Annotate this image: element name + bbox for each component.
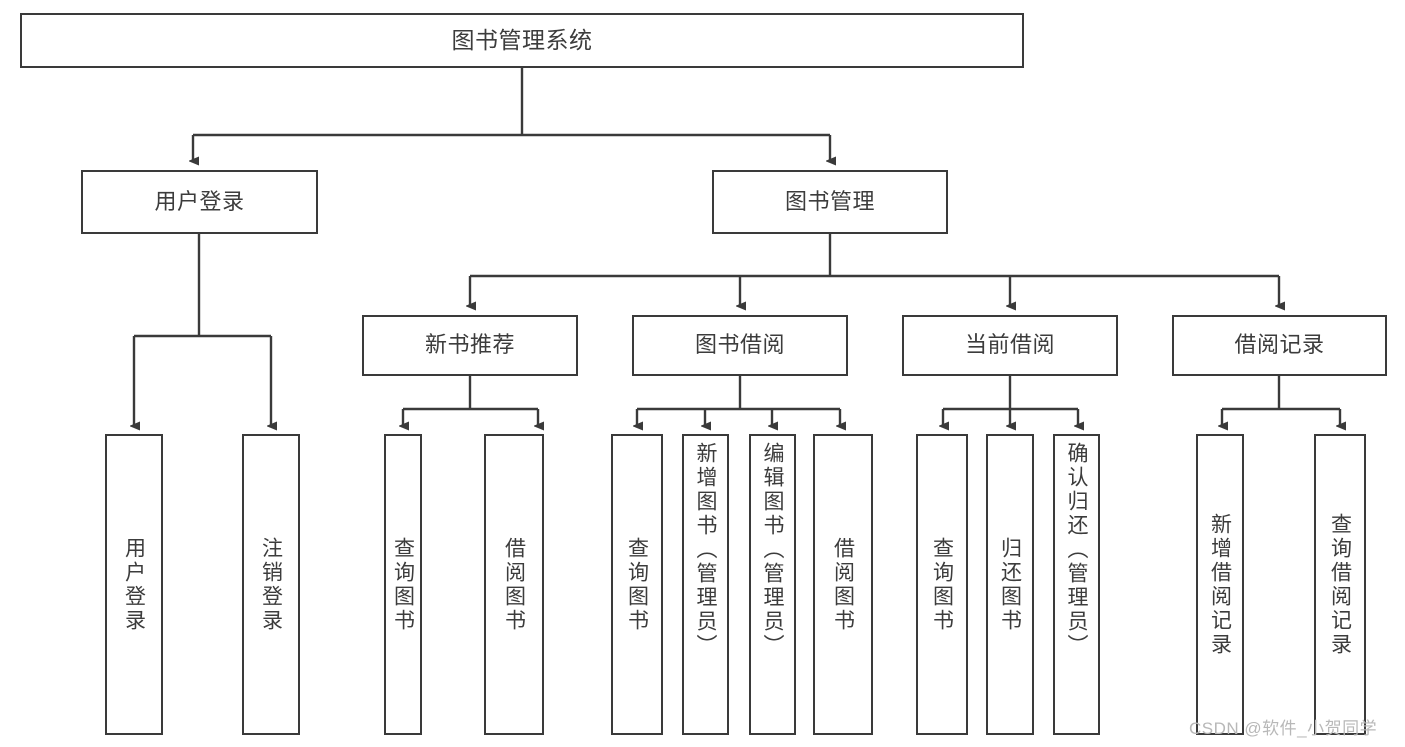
- leaf-query-borrow-record-label: 查询借阅记录: [1328, 512, 1352, 657]
- node-new-book-recommend[interactable]: 新书推荐: [362, 315, 578, 376]
- leaf-confirm-return[interactable]: 确认归还（管理员）: [1053, 434, 1100, 735]
- node-root-label: 图书管理系统: [451, 26, 593, 53]
- node-book-borrow-label: 图书借阅: [694, 332, 785, 358]
- node-book-manage[interactable]: 图书管理: [712, 170, 948, 234]
- node-new-book-recommend-label: 新书推荐: [424, 332, 515, 358]
- node-current-borrow[interactable]: 当前借阅: [902, 315, 1118, 376]
- leaf-borrow-book-1[interactable]: 借阅图书: [484, 434, 544, 735]
- node-book-borrow[interactable]: 图书借阅: [632, 315, 848, 376]
- node-current-borrow-label: 当前借阅: [964, 332, 1055, 358]
- leaf-query-book-2-label: 查询图书: [625, 536, 649, 633]
- leaf-add-borrow-record[interactable]: 新增借阅记录: [1196, 434, 1244, 735]
- leaf-add-book-label: 新增图书（管理员）: [694, 442, 717, 658]
- leaf-edit-book[interactable]: 编辑图书（管理员）: [749, 434, 796, 735]
- leaf-query-book-3[interactable]: 查询图书: [916, 434, 968, 735]
- node-root[interactable]: 图书管理系统: [20, 13, 1024, 68]
- leaf-query-book-2[interactable]: 查询图书: [611, 434, 663, 735]
- leaf-add-book[interactable]: 新增图书（管理员）: [682, 434, 729, 735]
- leaf-confirm-return-label: 确认归还（管理员）: [1065, 442, 1088, 658]
- node-user-login[interactable]: 用户登录: [81, 170, 318, 234]
- leaf-query-book-1-label: 查询图书: [391, 536, 415, 633]
- leaf-logout[interactable]: 注销登录: [242, 434, 300, 735]
- leaf-user-login-label: 用户登录: [122, 536, 146, 633]
- leaf-edit-book-label: 编辑图书（管理员）: [761, 442, 784, 658]
- leaf-borrow-book-1-label: 借阅图书: [502, 536, 526, 633]
- leaf-user-login[interactable]: 用户登录: [105, 434, 163, 735]
- leaf-query-book-3-label: 查询图书: [930, 536, 954, 633]
- node-user-login-label: 用户登录: [154, 188, 245, 214]
- leaf-logout-label: 注销登录: [259, 536, 283, 633]
- leaf-return-book-label: 归还图书: [998, 536, 1022, 633]
- csdn-watermark: CSDN @软件_小贺同学: [1189, 719, 1378, 738]
- leaf-add-borrow-record-label: 新增借阅记录: [1208, 512, 1232, 657]
- leaf-query-book-1[interactable]: 查询图书: [384, 434, 422, 735]
- node-book-manage-label: 图书管理: [784, 188, 875, 214]
- node-borrow-record-label: 借阅记录: [1234, 332, 1325, 358]
- node-borrow-record[interactable]: 借阅记录: [1172, 315, 1387, 376]
- leaf-query-borrow-record[interactable]: 查询借阅记录: [1314, 434, 1366, 735]
- leaf-return-book[interactable]: 归还图书: [986, 434, 1034, 735]
- leaf-borrow-book-2[interactable]: 借阅图书: [813, 434, 873, 735]
- leaf-borrow-book-2-label: 借阅图书: [831, 536, 855, 633]
